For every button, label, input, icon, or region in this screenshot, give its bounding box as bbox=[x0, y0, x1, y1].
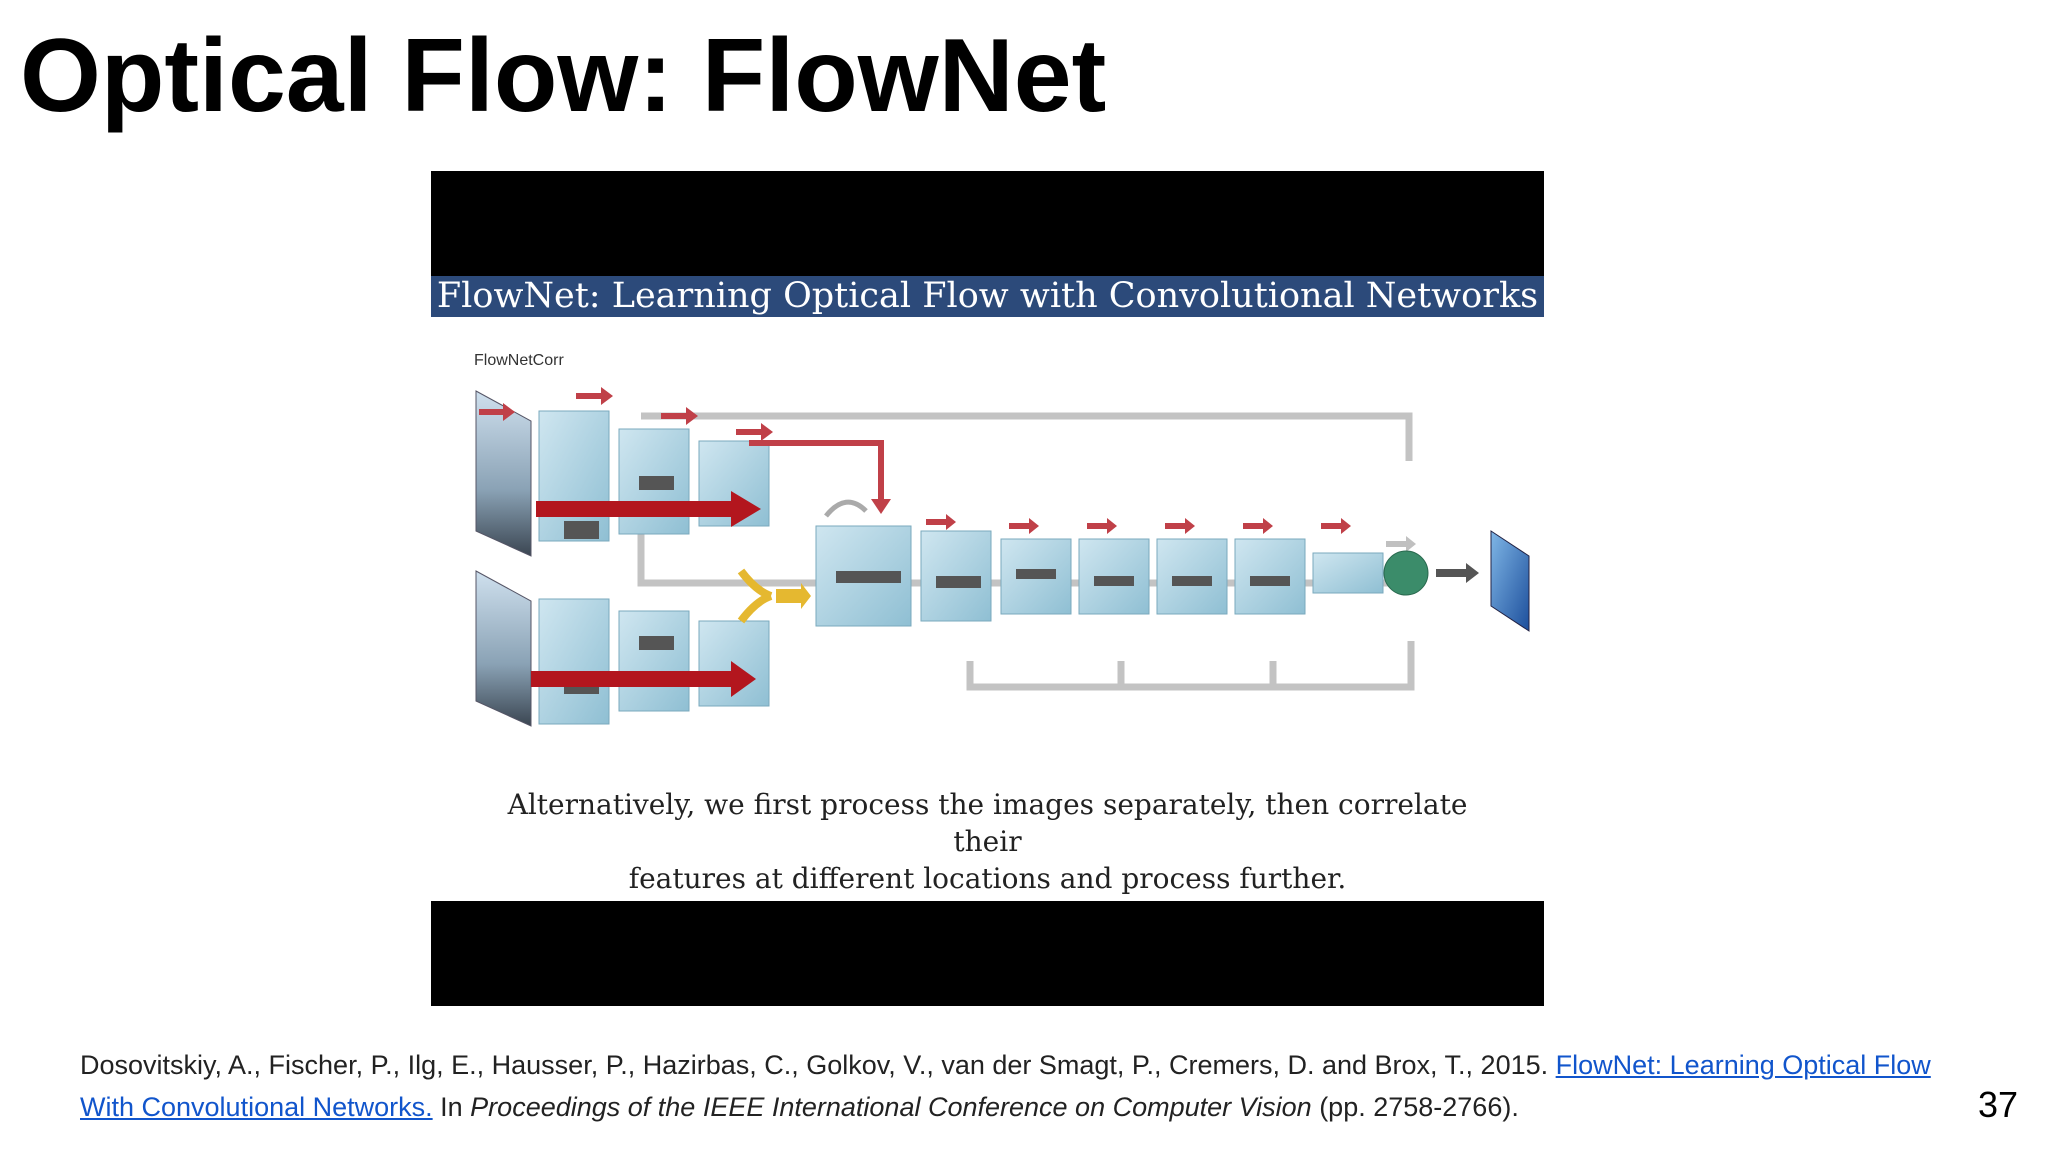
reference-citation: Dosovitskiy, A., Fischer, P., Ilg, E., H… bbox=[80, 1044, 1960, 1128]
letterbox-top bbox=[431, 171, 1544, 276]
page-number: 37 bbox=[1978, 1084, 2019, 1125]
embedded-video[interactable]: FlowNet: Learning Optical Flow with Conv… bbox=[431, 171, 1544, 1006]
caption-line-2: features at different locations and proc… bbox=[628, 862, 1347, 895]
slide-title: Optical Flow: FlowNet bbox=[20, 18, 1107, 134]
video-caption: Alternatively, we first process the imag… bbox=[471, 786, 1504, 897]
reference-in: In bbox=[432, 1092, 471, 1122]
reference-authors: Dosovitskiy, A., Fischer, P., Ilg, E., H… bbox=[80, 1050, 1556, 1080]
video-banner-title: FlowNet: Learning Optical Flow with Conv… bbox=[431, 276, 1544, 317]
diagram-label: FlowNetCorr bbox=[474, 352, 564, 369]
caption-line-1: Alternatively, we first process the imag… bbox=[507, 788, 1468, 858]
paper-link[interactable]: FlowNet: Learning Optical Flow With Conv… bbox=[80, 1050, 1931, 1122]
reference-venue: Proceedings of the IEEE International Co… bbox=[470, 1092, 1312, 1122]
letterbox-bottom bbox=[431, 901, 1544, 1006]
reference-pages: (pp. 2758-2766). bbox=[1311, 1092, 1519, 1122]
flownet-diagram: FlowNetCorr bbox=[474, 352, 1530, 727]
